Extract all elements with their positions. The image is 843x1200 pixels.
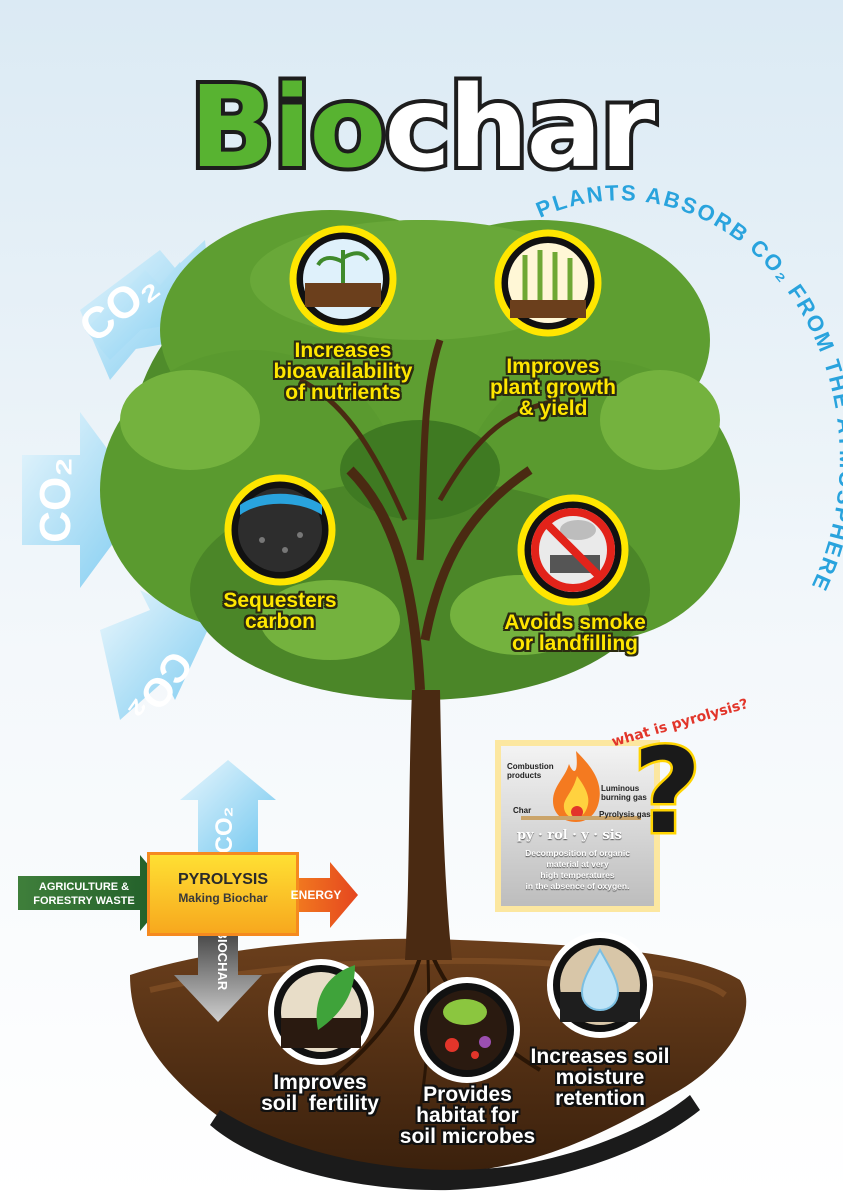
benefit-text-growth: Improves plant growth & yield [468, 356, 638, 419]
soil-line: soil microbes [399, 1125, 536, 1148]
pyrolysis-card-inner: Combustion products Luminous burning gas… [501, 746, 654, 906]
label-char: Char [513, 806, 532, 815]
page-title: Biochar [0, 58, 843, 198]
soil-text-fertility: Improves soil fertility [250, 1072, 390, 1114]
benefit-line: Sequesters [223, 589, 337, 612]
benefit-circle-carbon [224, 474, 336, 586]
soil-line: soil fertility [261, 1092, 379, 1115]
co2-label-middle: CO₂ [31, 457, 80, 543]
biochar-arrow-label: BIOCHAR [215, 930, 230, 991]
pyrolysis-card: Combustion products Luminous burning gas… [495, 740, 660, 912]
definition-line: material at very [546, 859, 609, 869]
title-char: char [380, 59, 659, 197]
label-line: products [507, 771, 542, 780]
match-stick [521, 816, 641, 820]
no-smoke-icon [531, 508, 615, 592]
benefit-circle-growth [494, 229, 602, 337]
pyrolysis-title: PYROLYSIS [177, 871, 269, 888]
definition-line: Decomposition of organic [525, 848, 630, 858]
benefit-line: Increases [294, 339, 392, 362]
agri-waste-line: FORESTRY WASTE [33, 895, 135, 907]
soil-line: Provides [423, 1083, 512, 1106]
corn-field-icon [522, 250, 573, 300]
soil-text-microbes: Provides habitat for soil microbes [395, 1084, 540, 1147]
microbe-icon [443, 999, 491, 1059]
label-line: burning gas [601, 793, 647, 802]
plant-roots-icon [316, 250, 370, 283]
pyrolysis-definition: Decomposition of organic material at ver… [509, 848, 646, 892]
benefit-text-nutrients: Increases bioavailability of nutrients [253, 340, 433, 403]
co2-label-pyrolysis: CO₂ [211, 807, 238, 854]
benefit-line: plant growth [490, 376, 616, 399]
definition-line: high temperatures [540, 870, 615, 880]
pyrolysis-box: PYROLYSIS Making Biochar [147, 852, 299, 936]
benefit-circle-nutrients [289, 225, 397, 333]
benefit-line: or landfilling [512, 632, 638, 655]
leaf-sprout-icon [316, 965, 355, 1030]
question-mark-icon: ? [630, 722, 703, 860]
biochar-down-arrow [174, 925, 262, 1022]
agri-waste-label: AGRICULTURE & FORESTRY WASTE [24, 880, 144, 908]
benefit-text-carbon: Sequesters carbon [205, 590, 355, 632]
energy-label: ENERGY [290, 888, 342, 902]
label-pyrolysis-gas: Pyrolysis gas [599, 810, 651, 819]
benefit-line: Avoids smoke [504, 611, 646, 634]
pyrolysis-word: py · rol · y · sis [517, 828, 622, 843]
carbon-soil-icon [240, 493, 322, 515]
tree-trunk [405, 690, 452, 960]
benefit-text-no-smoke: Avoids smoke or landfilling [490, 612, 660, 654]
label-luminous: Luminous burning gas [601, 784, 647, 802]
benefit-circle-no-smoke [517, 494, 629, 606]
pyrolysis-subtitle: Making Biochar [178, 891, 268, 905]
benefit-line: Improves [506, 355, 600, 378]
soil-line: retention [555, 1087, 645, 1110]
agri-waste-arrow [18, 855, 172, 931]
benefit-line: of nutrients [285, 381, 401, 404]
benefit-line: bioavailability [273, 360, 413, 383]
co2-up-arrow [180, 760, 276, 858]
benefit-line: carbon [244, 610, 315, 633]
soil-line: Improves [273, 1071, 367, 1094]
co2-arrow-middle [22, 412, 145, 588]
soil-text-moisture: Increases soil moisture retention [525, 1046, 675, 1109]
title-bio: Bio [186, 59, 391, 197]
soil-circle-fertility [268, 959, 374, 1065]
benefit-line: & yield [518, 397, 588, 420]
soil-line: Increases soil [530, 1045, 670, 1068]
co2-arrow-lower [100, 590, 210, 720]
flame-icon [553, 751, 600, 822]
soil-circle-microbes [414, 977, 520, 1083]
water-drop-icon [580, 947, 620, 1012]
label-line: Luminous [601, 784, 640, 793]
agri-waste-line: AGRICULTURE & [38, 881, 130, 893]
soil-line: habitat for [416, 1104, 519, 1127]
definition-line: in the absence of oxygen. [525, 881, 630, 891]
soil-circle-moisture [547, 932, 653, 1038]
soil-line: moisture [555, 1066, 645, 1089]
label-combustion: Combustion products [507, 762, 554, 780]
label-line: Combustion [507, 762, 554, 771]
